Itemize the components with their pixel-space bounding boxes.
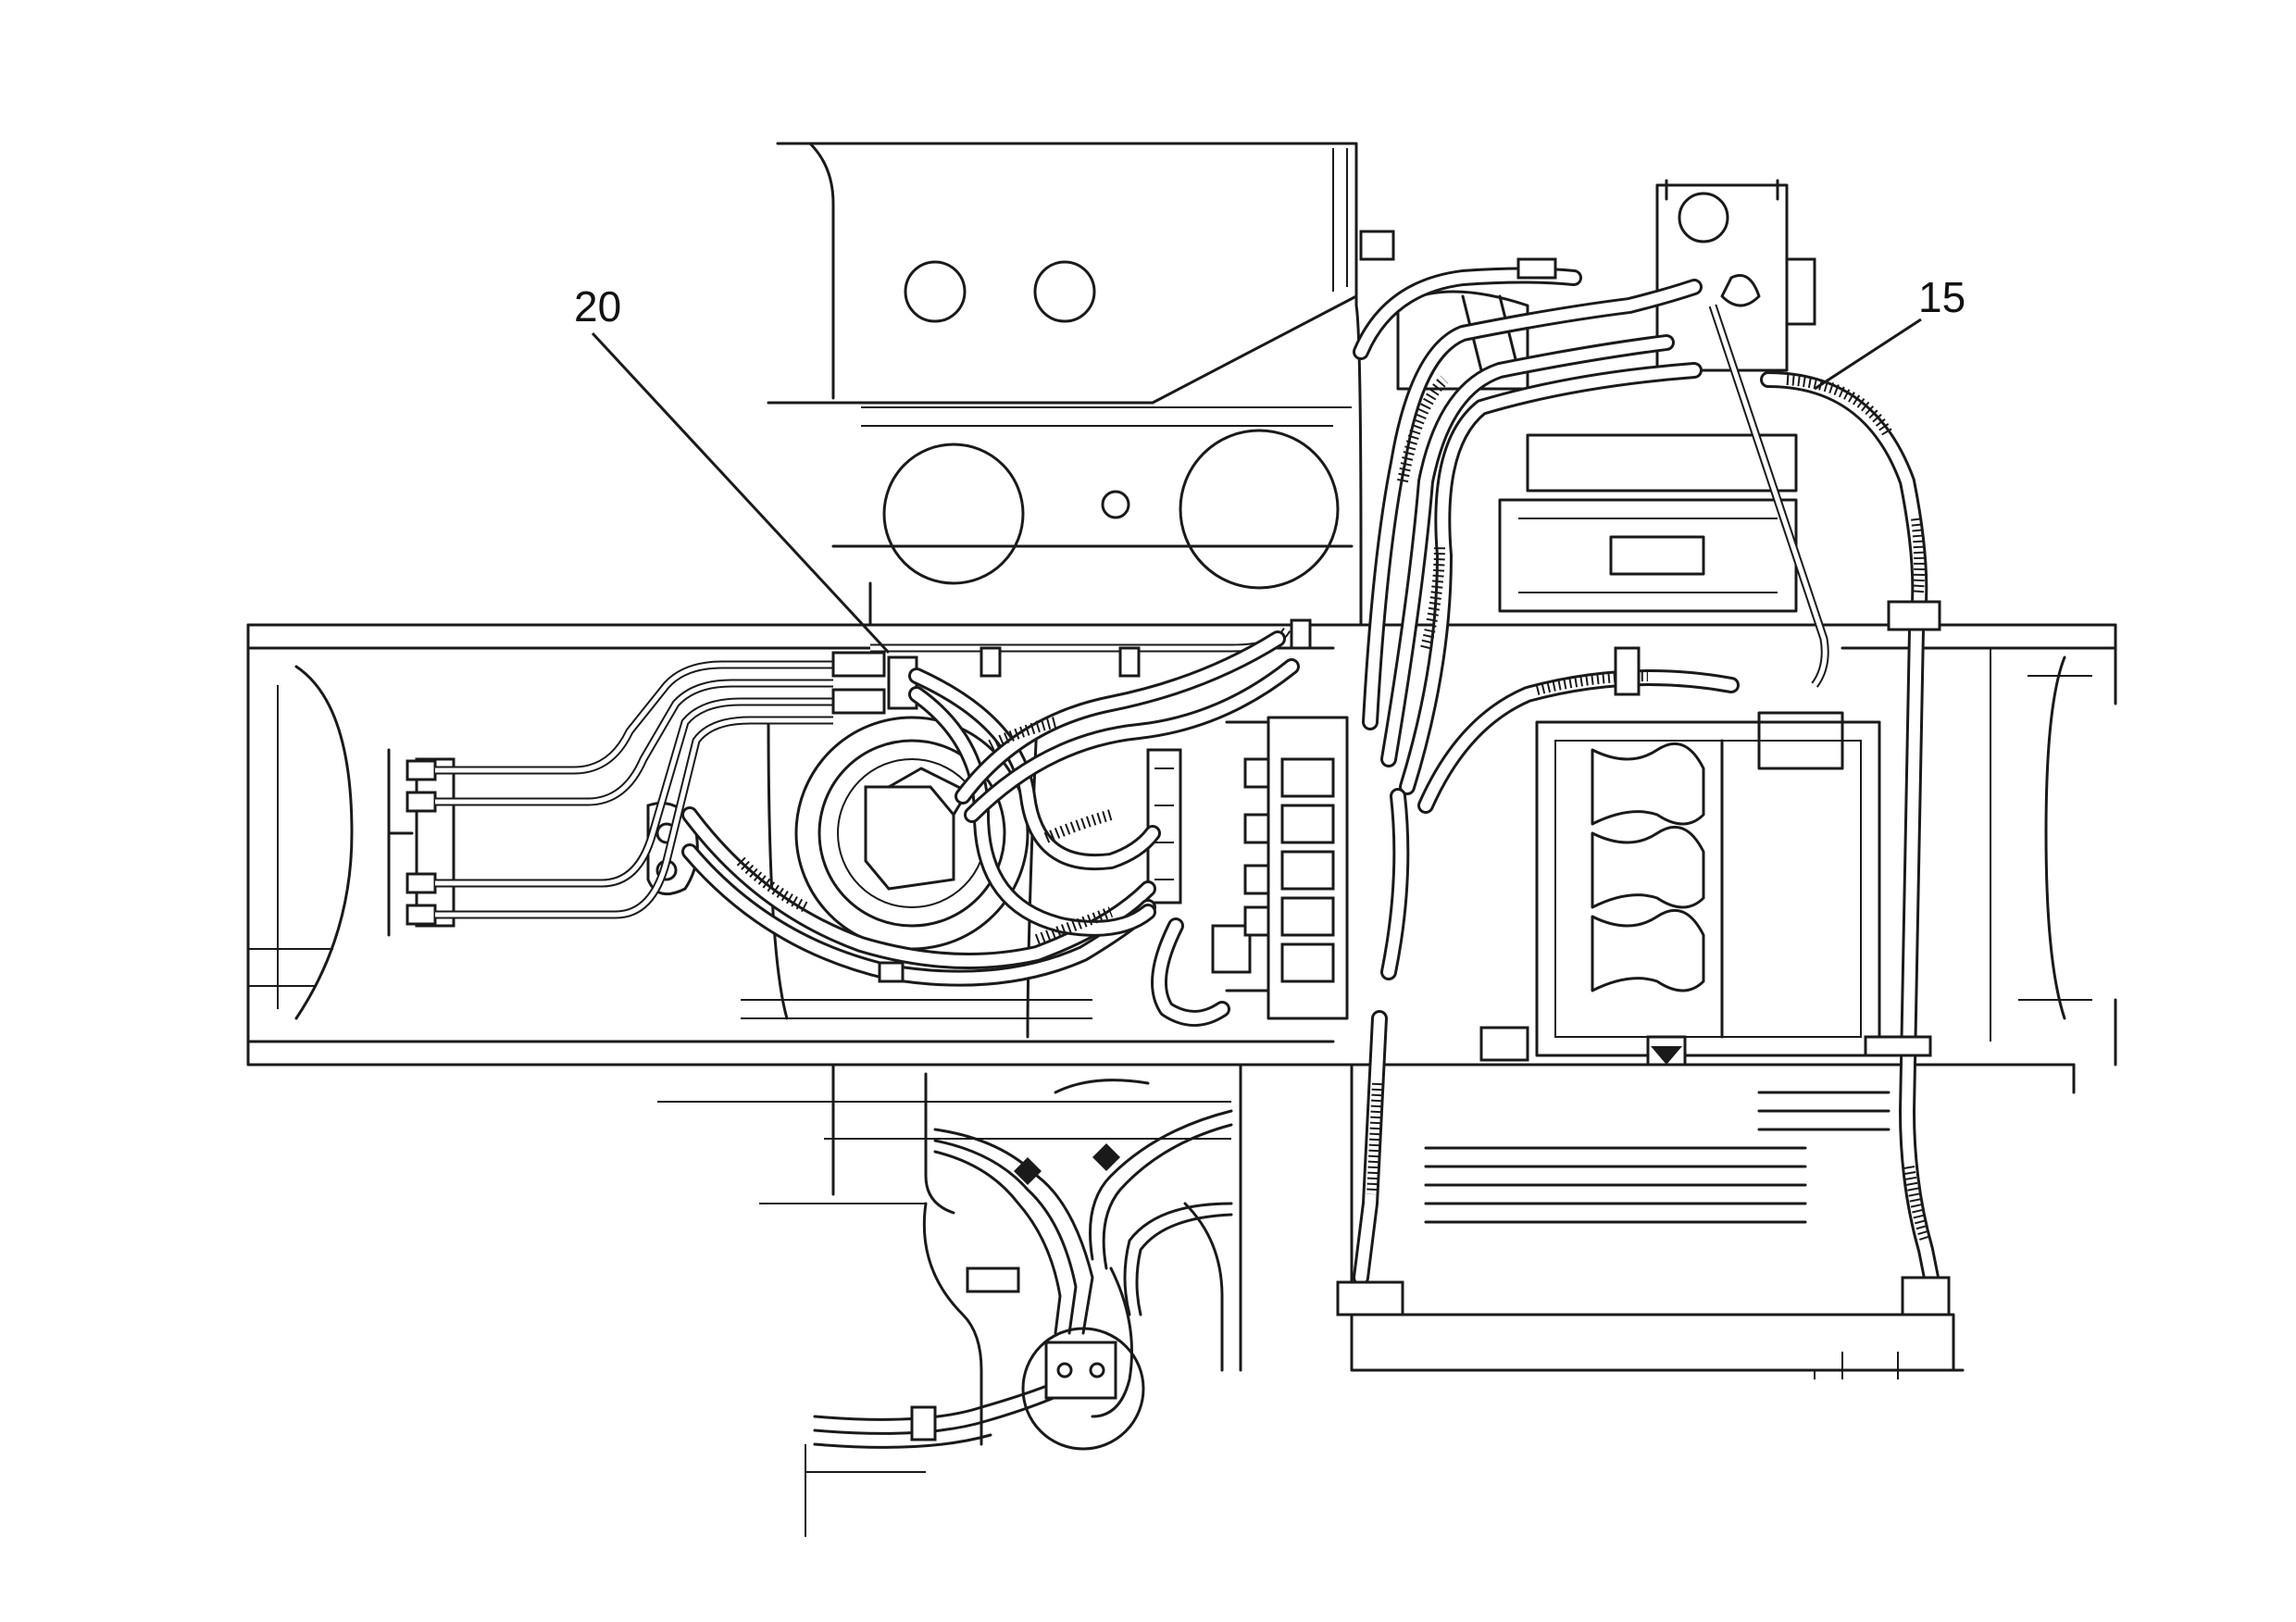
- engine-block: [1396, 179, 1881, 1057]
- callout-label-20: 20: [574, 282, 621, 331]
- flexible-hoses: [681, 267, 1943, 1451]
- clamps-brackets: [878, 230, 1951, 1316]
- leader-line-15: [1814, 318, 1922, 391]
- chassis-frame: [246, 623, 2117, 1537]
- callout-20: 20: [574, 282, 891, 655]
- control-valve-block: [1146, 716, 1349, 1020]
- hydraulic-motor-drum: [741, 716, 1092, 1039]
- callout-label-15: 15: [1918, 273, 1965, 321]
- upper-body-panel: [767, 142, 1363, 627]
- callout-15: 15: [1814, 273, 1965, 391]
- leader-line-20: [591, 331, 891, 655]
